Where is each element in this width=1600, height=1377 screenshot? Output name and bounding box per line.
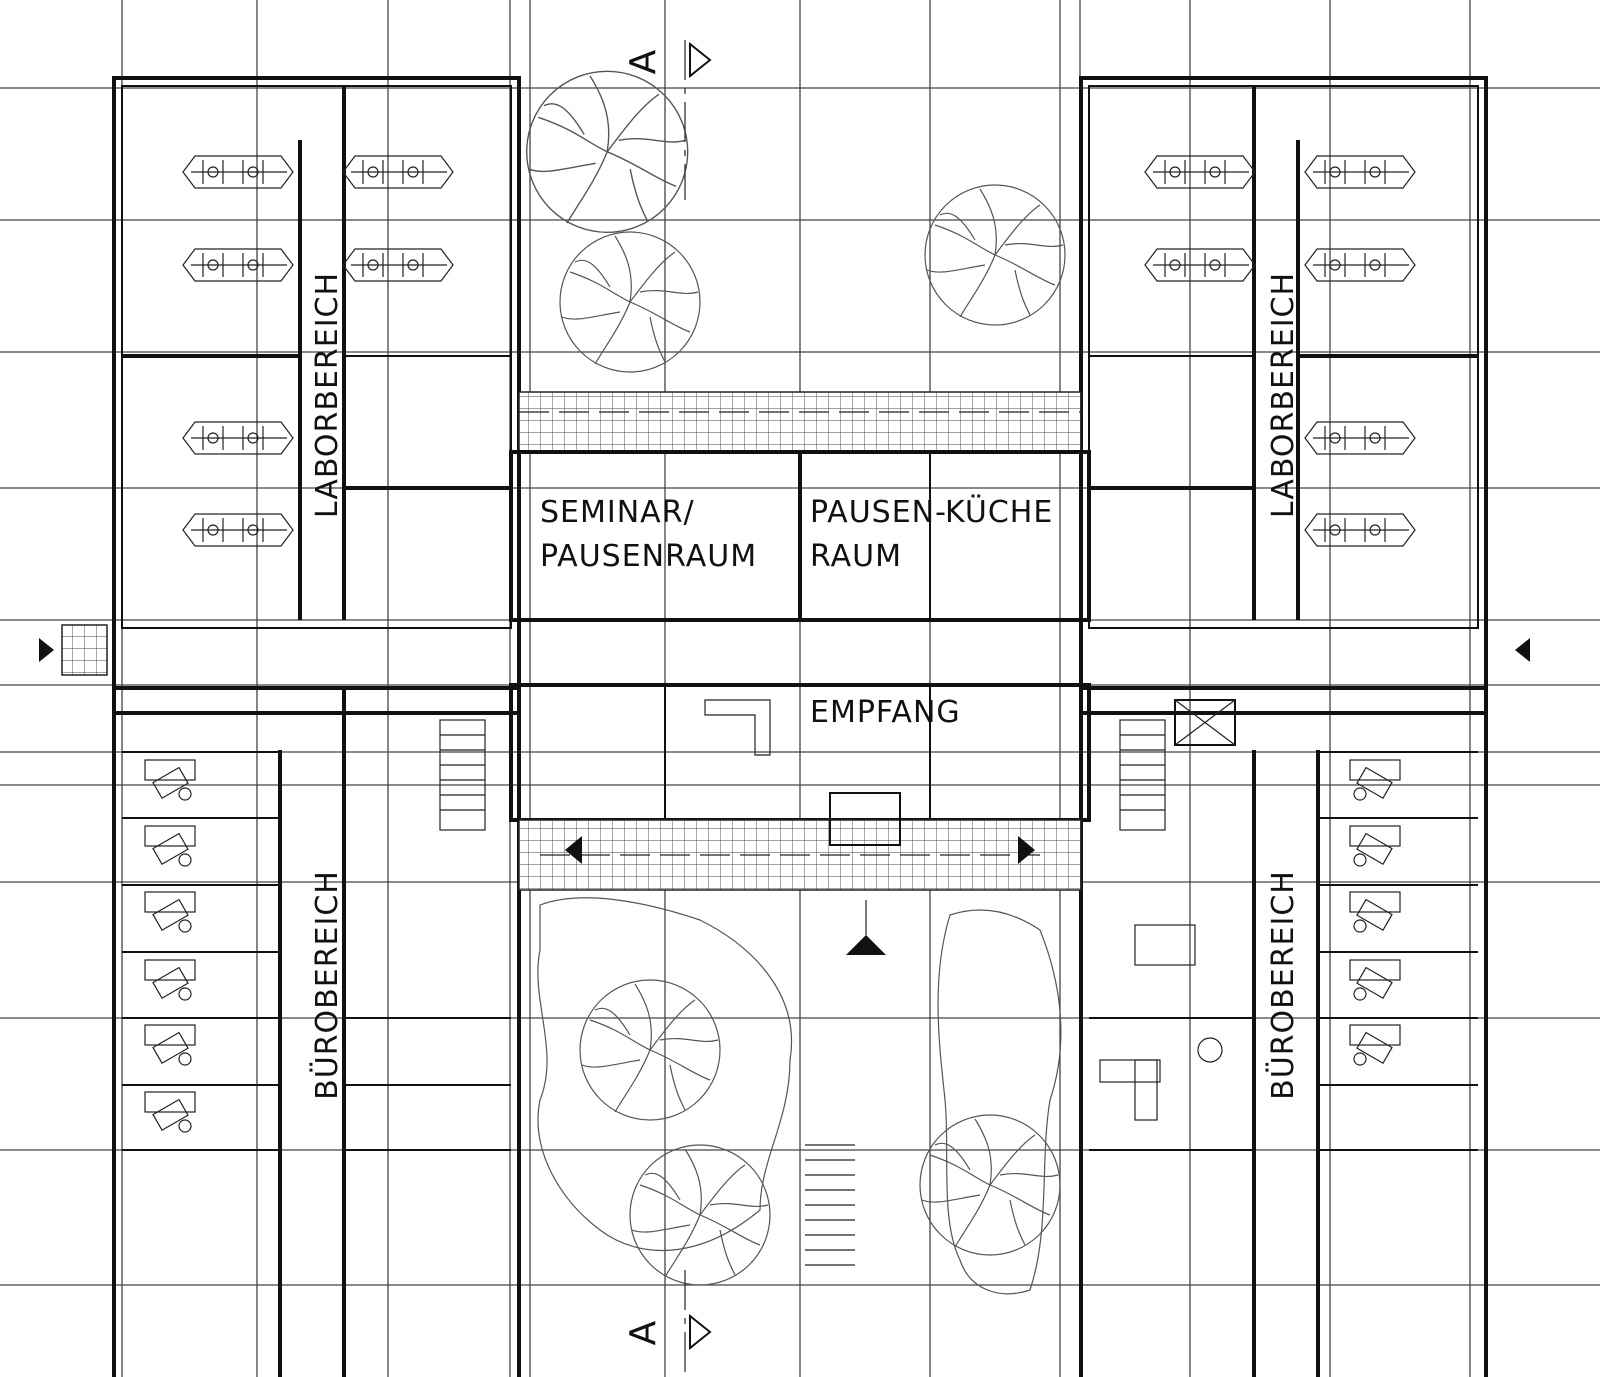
pausen-label-2: RAUM [810, 539, 902, 574]
pausen-label-1: PAUSEN- [810, 495, 947, 530]
side-entrance-right-icon [1515, 638, 1530, 662]
labor-right-label: LABORBEREICH [1266, 272, 1301, 518]
section-label-top: A [623, 49, 664, 74]
side-entrance-left-icon [39, 638, 54, 662]
section-marker-icon [689, 41, 712, 79]
stair-symbol [439, 719, 1166, 831]
empfang-label: EMPFANG [810, 695, 961, 730]
tree-symbols [526, 70, 1066, 1295]
arrow-left-icon [565, 836, 582, 864]
arrow-right-icon [1018, 836, 1035, 864]
seminar-label-1: SEMINAR/ [540, 495, 695, 530]
section-line [684, 40, 712, 1377]
buero-right-label: BÜROBEREICH [1265, 870, 1301, 1100]
buero-left-label: BÜROBEREICH [309, 870, 345, 1100]
central-block [39, 391, 1530, 1266]
labor-left-label: LABORBEREICH [310, 272, 345, 518]
section-marker-icon [689, 1313, 712, 1351]
left-wing [112, 76, 521, 1377]
room-labels: A A SEMINAR/ PAUSENRAUM PAUSEN- RAUM KÜC… [309, 49, 1301, 1345]
section-label-bottom: A [623, 1320, 664, 1345]
kueche-label: KÜCHE [945, 494, 1053, 530]
seminar-label-2: PAUSENRAUM [540, 539, 757, 574]
entrance-arrow-icon [846, 935, 886, 955]
